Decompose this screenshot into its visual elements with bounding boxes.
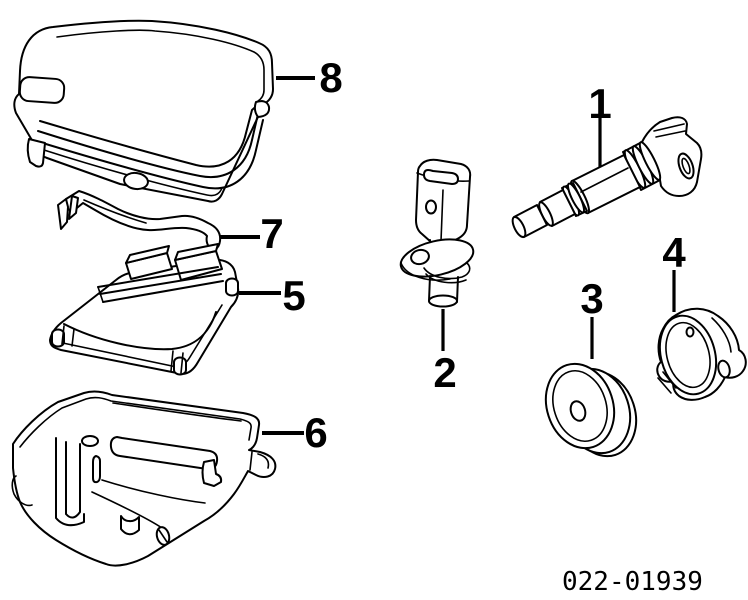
part-7-bracket-drawing: [57, 190, 222, 251]
part-5-ecu-drawing: [49, 243, 240, 376]
tray-floor-edge-2: [91, 491, 163, 529]
callout-label-7: 7: [260, 210, 284, 257]
sensor-flange: [399, 238, 475, 278]
sensor-tip-sides: [428, 275, 459, 303]
part-2-sensor-drawing: [399, 158, 475, 308]
callout-leaders: [220, 76, 676, 435]
cover-right-bump: [253, 100, 271, 118]
ecu-ridge-side: [97, 286, 104, 303]
ecu-strap-left: [61, 325, 75, 347]
coil-ring-c: [638, 141, 662, 181]
coil-connector-pin: [681, 157, 691, 175]
callout-label-3: 3: [580, 275, 604, 322]
disc-face-chamfer: [552, 370, 608, 442]
ecu-connector-1-top: [125, 245, 170, 264]
tray-floor-edge-1: [101, 479, 206, 504]
part-1-ignition-coil-drawing: [511, 116, 703, 239]
tray-right-tab-lines: [249, 451, 270, 471]
callout-label-2: 2: [433, 349, 457, 396]
part-4-clamp-drawing: [656, 307, 747, 401]
bracket-edge-line: [83, 199, 147, 224]
ecu-corner-peg-bottom: [173, 356, 187, 376]
ecu-ridge-1: [97, 266, 219, 288]
sensor-face-hole: [425, 199, 437, 215]
bracket-fork-prong-2: [68, 195, 79, 220]
clamp-inner-edge: [665, 321, 711, 389]
sensor-tip-end: [428, 294, 458, 308]
tray-rim-inner: [19, 396, 252, 448]
tray-back-wall: [112, 402, 242, 422]
coil-head-tab-seam: [653, 123, 686, 138]
clamp-top-hole: [685, 326, 695, 338]
coil-shaft-line: [580, 167, 629, 193]
cover-lid-inner-line: [56, 29, 265, 102]
cover-seam-2: [37, 113, 259, 179]
tray-outline: [12, 390, 277, 567]
callout-label-8: 8: [319, 54, 343, 101]
sensor-washer: [423, 262, 471, 284]
cover-seam-4: [43, 149, 223, 197]
ecu-connector-2-top: [174, 243, 219, 261]
tray-channel-oval: [81, 435, 99, 447]
clamp-flange-hole: [717, 359, 731, 379]
ecu-ridge-2: [99, 273, 222, 295]
cover-latch-oval: [123, 171, 149, 191]
clamp-band-edge: [711, 317, 732, 353]
clamp-split-lines: [657, 371, 677, 394]
coil-rib-2: [566, 182, 586, 214]
sensor-top-slot: [423, 169, 459, 185]
ecu-ridge-3: [102, 280, 224, 303]
sensor-head-edge: [440, 189, 444, 242]
cover-notch: [18, 76, 66, 104]
bracket-fork-prong-1: [57, 198, 69, 230]
sensor-flange-hole: [410, 248, 430, 266]
tray-inner-tab: [201, 459, 223, 487]
callout-label-1: 1: [588, 80, 612, 127]
tray-rib: [92, 455, 101, 484]
part-6-tray-drawing: [11, 390, 277, 567]
coil-boot-end: [511, 215, 527, 239]
cover-left-tab: [26, 138, 46, 168]
ecu-strap-right: [170, 350, 184, 374]
drawing-part-number: 022-01939: [562, 567, 703, 597]
disc-center-hole: [569, 400, 587, 422]
ecu-corner-peg-right: [225, 277, 239, 297]
tray-left-foot: [11, 475, 33, 507]
cover-seam-3: [35, 119, 264, 190]
cover-seam-1: [39, 100, 263, 168]
callout-label-5: 5: [282, 272, 306, 319]
ecu-outline: [49, 258, 240, 375]
ecu-lid-curve: [63, 311, 217, 351]
sensor-flange-rim: [400, 262, 451, 281]
callout-label-4: 4: [662, 229, 686, 276]
part-3-disc-drawing: [544, 362, 638, 458]
tray-screw-slot: [158, 529, 168, 543]
tray-left-channel: [55, 437, 85, 527]
part-8-ecu-cover-drawing: [13, 19, 274, 203]
ecu-corner-peg-left: [51, 328, 65, 348]
tray-clip: [120, 515, 140, 536]
callout-label-6: 6: [304, 409, 328, 456]
